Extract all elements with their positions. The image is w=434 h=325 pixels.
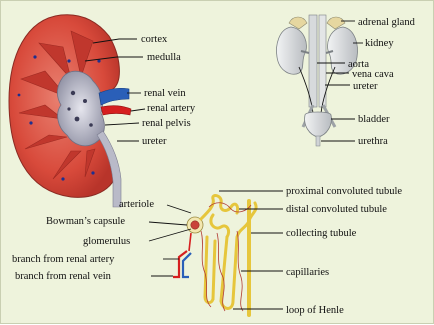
label-branch-artery: branch from renal artery [12, 254, 115, 265]
label-proximal-tubule: proximal convoluted tubule [286, 186, 402, 197]
branch-artery-vessel [173, 251, 187, 277]
branch-vein-vessel [183, 253, 191, 277]
label-bladder: bladder [358, 114, 390, 125]
label-cortex: cortex [141, 34, 168, 45]
kidney-section [9, 15, 131, 207]
label-collecting-tubule: collecting tubule [286, 228, 357, 239]
label-renal-pelvis: renal pelvis [142, 118, 191, 129]
label-arteriole: arteriole [119, 199, 154, 210]
label-loop-of-henle: loop of Henle [286, 305, 344, 316]
label-capillaries: capillaries [286, 267, 329, 278]
label-medulla: medulla [147, 52, 181, 63]
label-branch-vein: branch from renal vein [15, 271, 112, 282]
renal-artery-vessel [101, 106, 131, 115]
aorta [309, 15, 317, 107]
label-renal-vein: renal vein [144, 88, 186, 99]
nephron [173, 196, 256, 315]
glomerulus [191, 221, 199, 229]
bladder [305, 112, 332, 137]
label-kidney-ureter: ureter [142, 136, 167, 147]
tubules [201, 196, 256, 315]
label-bowmans-capsule: Bowman’s capsule [46, 216, 125, 227]
label-system-ureter: ureter [353, 81, 378, 92]
urethra [316, 136, 320, 146]
label-vena-cava: vena cava [352, 69, 394, 80]
label-glomerulus: glomerulus [83, 236, 130, 247]
label-renal-artery: renal artery [147, 103, 196, 114]
urinary-system [277, 15, 358, 146]
label-distal-tubule: distal convoluted tubule [286, 204, 387, 215]
label-kidney: kidney [365, 38, 394, 49]
label-adrenal-gland: adrenal gland [358, 17, 416, 28]
label-urethra: urethra [358, 136, 388, 147]
